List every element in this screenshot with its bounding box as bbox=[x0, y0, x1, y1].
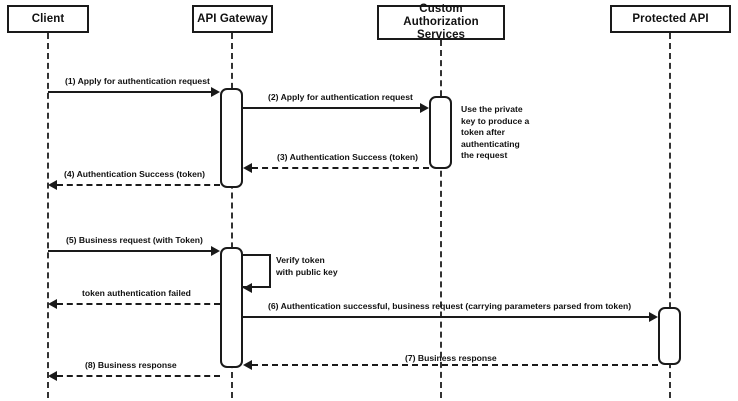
message-arrowhead-4 bbox=[48, 180, 57, 190]
participant-box-gateway[interactable]: API Gateway bbox=[192, 5, 273, 33]
message-line-2 bbox=[243, 107, 420, 109]
message-line-9 bbox=[57, 375, 220, 377]
participant-label-gateway: API Gateway bbox=[197, 12, 268, 25]
activation-protected bbox=[658, 307, 681, 365]
message-label-5: (5) Business request (with Token) bbox=[66, 235, 203, 245]
note-private-key: Use the private key to produce a token a… bbox=[461, 104, 549, 162]
participant-label-authsvc: Custom Authorization Services bbox=[403, 3, 479, 41]
message-line-6-token-failed bbox=[57, 303, 220, 305]
message-line-4 bbox=[57, 184, 220, 186]
note-line-5: the request bbox=[461, 150, 508, 160]
participant-box-client[interactable]: Client bbox=[7, 5, 89, 33]
message-arrowhead-1 bbox=[211, 87, 220, 97]
self-message-label-verify-token: Verify token with public key bbox=[276, 255, 376, 278]
participant-label-client: Client bbox=[31, 12, 65, 25]
message-arrowhead-8 bbox=[243, 360, 252, 370]
note-line-1: Use the private bbox=[461, 104, 523, 114]
note-line-4: authenticating bbox=[461, 138, 520, 149]
message-label-6-token-failed: token authentication failed bbox=[82, 288, 191, 298]
activation-authsvc bbox=[429, 96, 452, 169]
message-arrowhead-7 bbox=[649, 312, 658, 322]
note-line-2: key to produce a bbox=[461, 115, 530, 126]
activation-gateway-business bbox=[220, 247, 243, 368]
message-label-7: (6) Authentication successful, business … bbox=[268, 301, 632, 311]
participant-box-authsvc[interactable]: Custom Authorization Services bbox=[377, 3, 505, 41]
message-line-1 bbox=[48, 91, 211, 93]
message-arrowhead-5 bbox=[211, 246, 220, 256]
message-label-3: (3) Authentication Success (token) bbox=[277, 152, 419, 162]
message-line-8 bbox=[252, 364, 658, 366]
message-label-8: (7) Business response bbox=[405, 353, 497, 363]
message-line-5 bbox=[48, 250, 211, 252]
lifeline-client bbox=[47, 33, 49, 398]
message-label-2: (2) Apply for authentication request bbox=[268, 92, 413, 102]
message-line-3 bbox=[252, 167, 429, 169]
note-line-3: token after bbox=[461, 127, 505, 137]
lifeline-protected bbox=[669, 33, 671, 398]
self-message-arrowhead-verify-token bbox=[243, 283, 252, 293]
message-label-1: (1) Apply for authentication request bbox=[65, 76, 210, 86]
participant-label-protected: Protected API bbox=[632, 12, 709, 25]
message-line-7 bbox=[243, 316, 649, 318]
lifeline-gateway bbox=[231, 33, 233, 398]
self-message-loop-verify-token bbox=[243, 254, 271, 288]
message-arrowhead-9 bbox=[48, 371, 57, 381]
message-arrowhead-2 bbox=[420, 103, 429, 113]
lifeline-authsvc bbox=[440, 40, 442, 398]
message-arrowhead-3 bbox=[243, 163, 252, 173]
self-message-label-line-1: Verify token bbox=[276, 255, 325, 265]
message-label-4: (4) Authentication Success (token) bbox=[64, 169, 206, 179]
participant-box-protected[interactable]: Protected API bbox=[610, 5, 731, 33]
message-arrowhead-6-token-failed bbox=[48, 299, 57, 309]
message-label-9: (8) Business response bbox=[85, 360, 177, 370]
activation-gateway-auth bbox=[220, 88, 243, 188]
self-message-label-line-2: with public key bbox=[276, 266, 338, 277]
